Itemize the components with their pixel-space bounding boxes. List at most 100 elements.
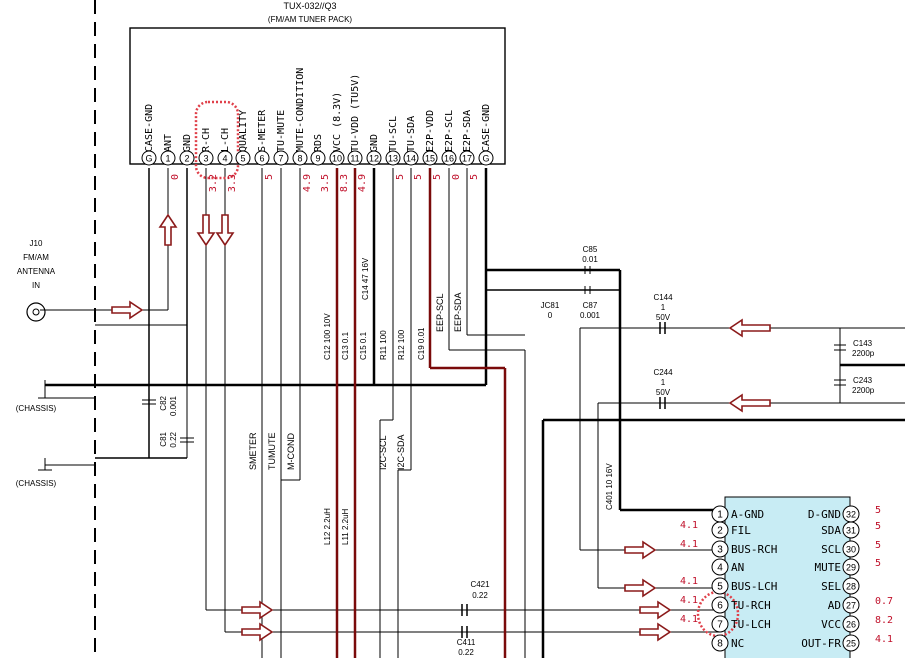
module-pin-number-1: 1 xyxy=(165,154,170,164)
l11-label: L11 2.2uH xyxy=(341,508,350,545)
ic-right-pin-voltage-3: 5 xyxy=(875,558,881,569)
ic-right-pin-number-6: 26 xyxy=(846,620,856,630)
c81-ref: C81 xyxy=(159,431,168,446)
module-pin-label-vcc-8-3v-10: VCC (8.3V) xyxy=(332,92,343,152)
ic-right-pin-name-6: VCC xyxy=(821,618,841,631)
module-pin-number-11: 11 xyxy=(350,154,359,164)
c87-value: 0.001 xyxy=(580,311,601,320)
ic-right-pin-circle-3 xyxy=(842,558,860,576)
c401-label: C401 10 16V xyxy=(605,463,614,510)
module-pin-number-15: 15 xyxy=(425,154,435,164)
c143-ref: C143 xyxy=(853,339,873,348)
module-pin-label-gnd-12: GND xyxy=(369,134,380,152)
c411-ref: C411 xyxy=(457,638,476,647)
module-pin-circle-16 xyxy=(441,150,457,166)
ic-left-pin-circle-2 xyxy=(711,540,729,558)
net-eep-sda: EEP-SDA xyxy=(453,292,463,332)
arrow-rch-out xyxy=(241,600,274,620)
module-pin-number-2: 2 xyxy=(184,154,189,164)
module-pin-voltage-16: 0 xyxy=(451,174,462,180)
module-pin-label-mute-condition-8: MUTE-CONDITION xyxy=(295,68,306,152)
ic-right-pin-name-3: MUTE xyxy=(815,561,842,574)
c85-ref: C85 xyxy=(583,245,598,254)
module-pin-voltage-6: 5 xyxy=(264,174,275,180)
c87-ref: C87 xyxy=(583,301,598,310)
module-pin-label-case-gnd-18: CASE-GND xyxy=(481,104,492,152)
ic-left-pin-number-5: 6 xyxy=(717,601,723,612)
module-pin-label-gnd-2: GND xyxy=(182,134,193,152)
module-pin-circle-17 xyxy=(459,150,475,166)
module-pin-voltage-13: 5 xyxy=(395,174,406,180)
module-pin-voltage-15: 5 xyxy=(432,174,443,180)
ic-right-pin-name-5: AD xyxy=(828,599,841,612)
ic-left-pin-number-3: 4 xyxy=(717,563,723,574)
jc81-ref: JC81 xyxy=(541,301,560,310)
module-pin-label-e2p-scl-16: E2P-SCL xyxy=(444,110,455,152)
module-pin-label-l-ch-4: L-CH xyxy=(220,128,231,152)
module-pin-circle-12 xyxy=(366,150,382,166)
arrow-antenna-in xyxy=(111,300,144,320)
module-pin-voltage-17: 5 xyxy=(469,174,480,180)
c421-ref: C421 xyxy=(470,580,490,589)
module-pin-circle-0 xyxy=(141,150,157,166)
ic-right-pin-name-1: SDA xyxy=(821,524,841,537)
ic-left-pin-name-5: TU-RCH xyxy=(731,599,771,612)
module-pin-number-0: G xyxy=(145,154,152,164)
ic-left-pin-number-7: 8 xyxy=(717,639,723,650)
signal-arrows xyxy=(111,213,771,642)
module-pin-voltage-4: 3.3 xyxy=(227,174,238,192)
c143-value: 2200p xyxy=(852,349,875,358)
module-pin-label-ant-1: ANT xyxy=(163,134,174,152)
module-pin-voltage-10: 8.3 xyxy=(339,174,350,192)
ic-right-pin-name-2: SCL xyxy=(821,543,841,556)
module-pin-voltage-3: 3.2 xyxy=(208,174,219,192)
module-pin-circle-1 xyxy=(160,150,176,166)
module-pin-number-12: 12 xyxy=(369,154,379,164)
ic-left-pin-circle-6 xyxy=(711,615,729,633)
c243-value: 2200p xyxy=(852,386,875,395)
net-eep-scl: EEP-SCL xyxy=(435,293,445,332)
power-traces xyxy=(335,168,507,658)
c85-value: 0.01 xyxy=(582,255,598,264)
ic-right-pin-voltage-0: 5 xyxy=(875,505,881,516)
ic-left-pin-name-2: BUS-RCH xyxy=(731,543,777,556)
l12-label: L12 2.2uH xyxy=(323,508,332,545)
ic-right-pin-circle-7 xyxy=(842,634,860,652)
arrow-bus-lch xyxy=(624,578,657,598)
ic-left-pin-circle-4 xyxy=(711,577,729,595)
ic-left-pin-voltage-4: 4.1 xyxy=(680,576,698,587)
module-pin-voltage-9: 3.5 xyxy=(320,174,331,192)
jc81-value: 0 xyxy=(548,311,553,320)
net-i2c-scl: I2C-SCL xyxy=(378,435,388,470)
net-tumute: TUMUTE xyxy=(267,433,277,471)
c144-value: 1 xyxy=(661,303,666,312)
module-pin-label-tu-scl-13: TU-SCL xyxy=(388,116,399,152)
c82-ref: C82 xyxy=(159,395,168,410)
c13-label: C13 0.1 xyxy=(341,331,350,360)
ic-right-pin-number-3: 29 xyxy=(846,563,856,573)
net-i2c-sda: I2C-SDA xyxy=(396,434,406,470)
c144-ref: C144 xyxy=(653,293,673,302)
module-pin-circle-2 xyxy=(179,150,195,166)
module-pin-label-tu-mute-7: TU-MUTE xyxy=(276,110,287,152)
module-pin-label-rds-9: RDS xyxy=(313,134,324,152)
ic-left-pin-name-0: A-GND xyxy=(731,508,764,521)
r12-label: R12 100 xyxy=(397,329,406,360)
module-pin-label-s-meter-6: S-METER xyxy=(257,109,268,152)
ic-right-pin-voltage-1: 5 xyxy=(875,521,881,532)
module-pin-circle-8 xyxy=(292,150,308,166)
ic-right-pin-number-5: 27 xyxy=(846,601,856,611)
dynamic-layer: CASE-GNDGANT10GND2R-CH33.2L-CH43.3QUALIT… xyxy=(141,68,893,652)
arrow-c244-in xyxy=(728,393,771,413)
highlight-rl-ch xyxy=(194,100,240,180)
module-pin-voltage-8: 4.9 xyxy=(302,174,313,192)
r11-label: R11 100 xyxy=(379,330,388,360)
module-pin-label-tu-sda-14: TU-SDA xyxy=(406,116,417,152)
ic-right-pin-number-0: 32 xyxy=(846,510,856,520)
ic-right-pin-name-7: OUT-FR xyxy=(801,637,841,650)
module-pin-number-16: 16 xyxy=(444,154,454,164)
chassis-label-1: (CHASSIS) xyxy=(16,404,57,413)
module-pin-label-e2p-vdd-15: E2P-VDD xyxy=(425,110,436,152)
